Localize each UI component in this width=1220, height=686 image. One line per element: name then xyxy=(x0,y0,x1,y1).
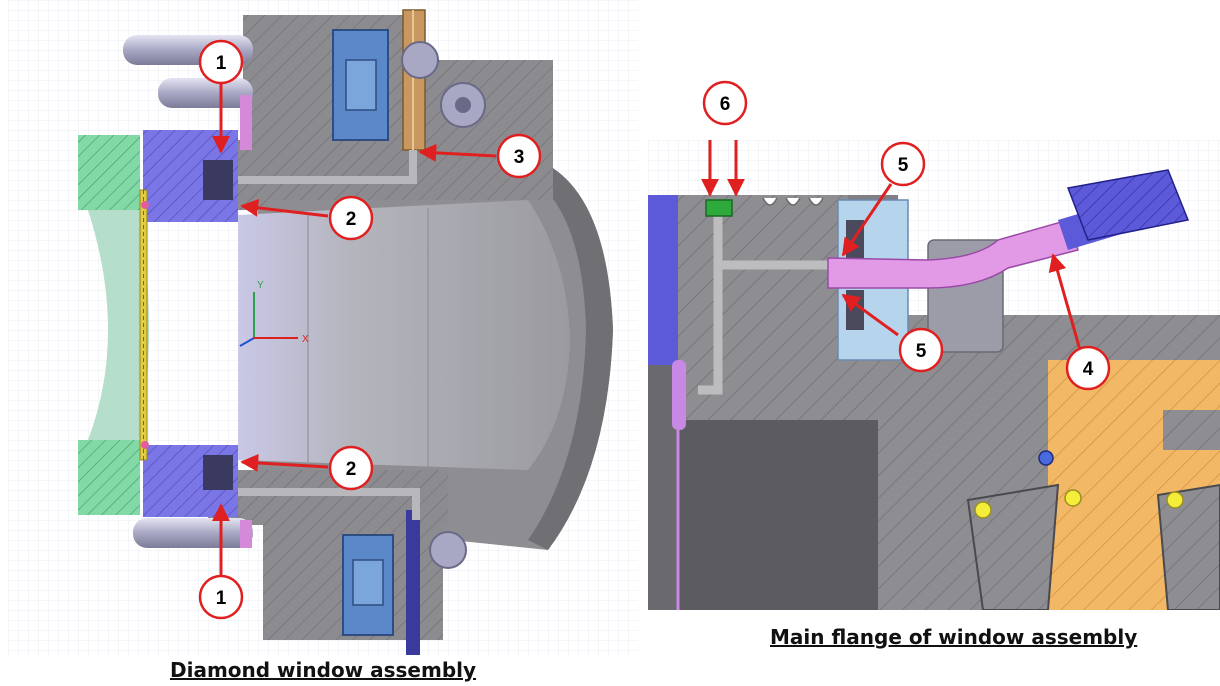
flange-channel xyxy=(698,210,838,395)
pink-seal xyxy=(672,360,686,430)
bottom-body-block xyxy=(208,470,467,655)
callout-5-upper: 5 xyxy=(880,141,926,187)
coolant-channels xyxy=(238,150,420,520)
callout-2-upper: 2 xyxy=(328,195,374,241)
green-plug xyxy=(705,199,733,217)
axis-x-label: X xyxy=(302,334,309,345)
diamond-window xyxy=(139,189,149,461)
svg-text:2: 2 xyxy=(346,459,357,480)
pink-pipe xyxy=(827,169,1190,289)
callout-arrows-right xyxy=(701,140,1082,351)
svg-text:2: 2 xyxy=(346,209,357,230)
callout-1-top: 1 xyxy=(198,39,244,85)
callout-6: 6 xyxy=(702,80,748,126)
orange-block xyxy=(966,360,1220,610)
axis-triad: Y X xyxy=(239,280,309,347)
svg-text:4: 4 xyxy=(1083,359,1094,380)
callout-2-lower: 2 xyxy=(328,445,374,491)
green-clamp-ring xyxy=(78,135,149,515)
callout-3: 3 xyxy=(496,133,542,179)
svg-text:1: 1 xyxy=(216,588,227,609)
top-body-block xyxy=(198,9,553,210)
svg-text:5: 5 xyxy=(916,341,927,362)
svg-text:3: 3 xyxy=(514,147,525,168)
diamond-window-assembly-diagram: Y X 1 2 3 2 1 xyxy=(8,0,638,655)
callout-4: 4 xyxy=(1065,345,1111,391)
axis-y-label: Y xyxy=(257,280,264,291)
svg-text:5: 5 xyxy=(898,155,909,176)
svg-text:6: 6 xyxy=(720,94,731,115)
callout-arrows-left xyxy=(212,82,497,575)
svg-text:1: 1 xyxy=(216,53,227,74)
caption-diamond-window-assembly: Diamond window assembly xyxy=(170,658,477,682)
caption-main-flange: Main flange of window assembly xyxy=(770,625,1138,649)
main-flange-diagram: 5 5 4 xyxy=(648,140,1220,610)
callout-1-bottom: 1 xyxy=(198,574,244,620)
callout-5-lower: 5 xyxy=(898,327,944,373)
